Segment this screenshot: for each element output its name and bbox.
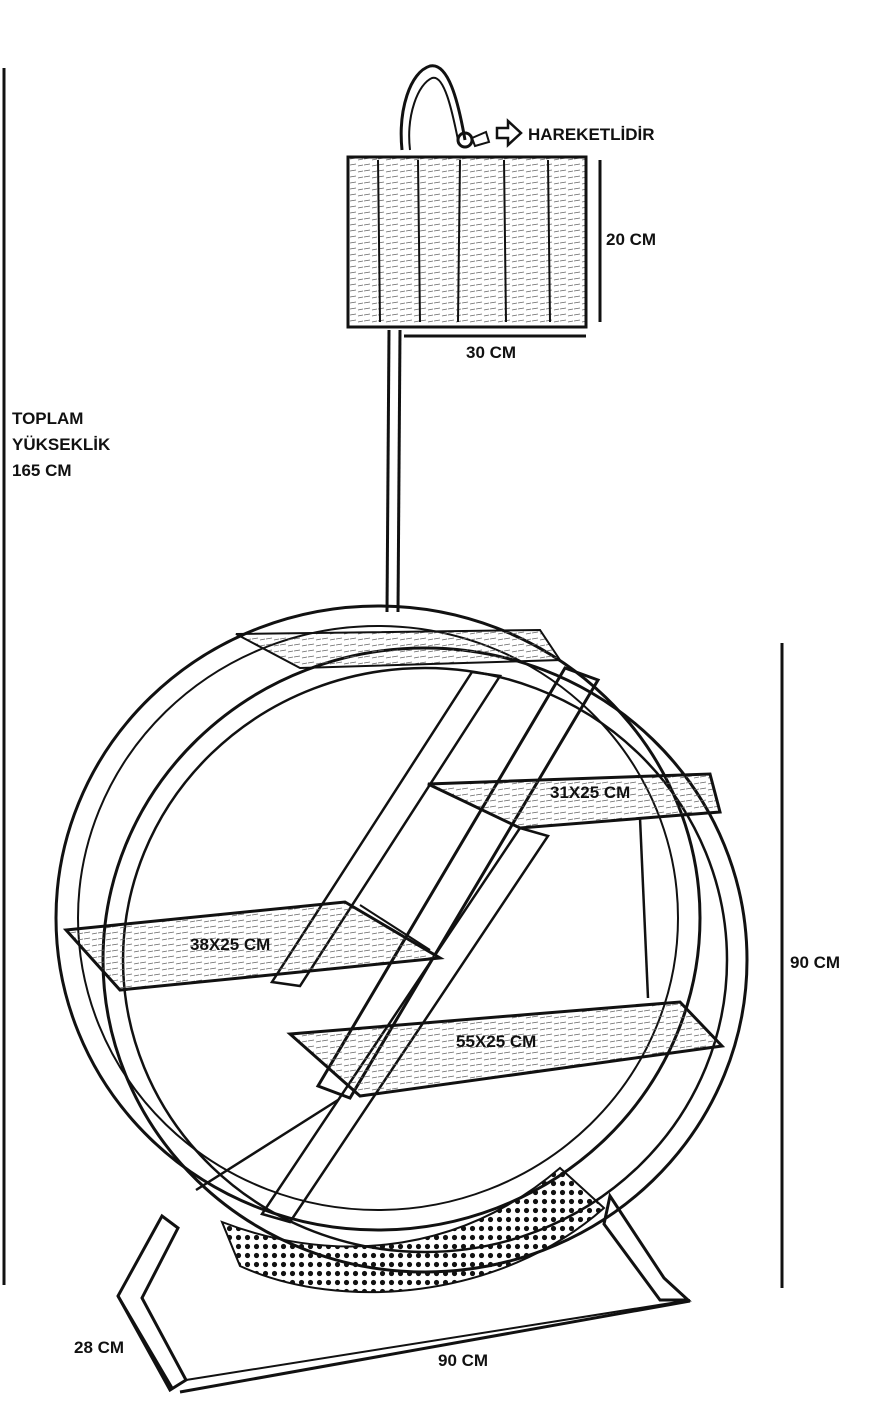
movable-label: HAREKETLİDİR: [528, 125, 655, 144]
shelf-bottom: [286, 1000, 726, 1098]
leg-right: [602, 1192, 692, 1302]
lamp: [346, 64, 588, 613]
shelf-top-size-label: 31X25 CM: [550, 783, 631, 802]
total-height-label: TOPLAM YÜKSEKLİK 165 CM: [12, 406, 110, 484]
unit-height-label: 90 CM: [790, 953, 841, 972]
total-height-line-3: 165 CM: [12, 461, 72, 480]
shelf-left-size-label: 38X25 CM: [190, 935, 271, 954]
perforated-base: [220, 1166, 606, 1294]
width-label: 90 CM: [438, 1351, 489, 1370]
lamp-shade: [346, 155, 588, 329]
shelf-top: [427, 772, 722, 830]
width-line: [179, 1299, 691, 1394]
lamp-handle: [399, 64, 467, 151]
lamp-pole: [385, 329, 391, 613]
leg-left: [116, 1213, 188, 1393]
shelf-bottom-size-label: 55X25 CM: [456, 1032, 537, 1051]
arrow-icon: [495, 118, 523, 148]
shade-height-label: 20 CM: [606, 230, 657, 249]
depth-label: 28 CM: [74, 1338, 125, 1357]
total-height-line-2: YÜKSEKLİK: [12, 435, 111, 454]
shade-width-label: 30 CM: [466, 343, 517, 362]
round-shelf-unit: [54, 604, 749, 1393]
total-height-line-1: TOPLAM: [12, 409, 84, 428]
shelf-left: [62, 900, 445, 992]
